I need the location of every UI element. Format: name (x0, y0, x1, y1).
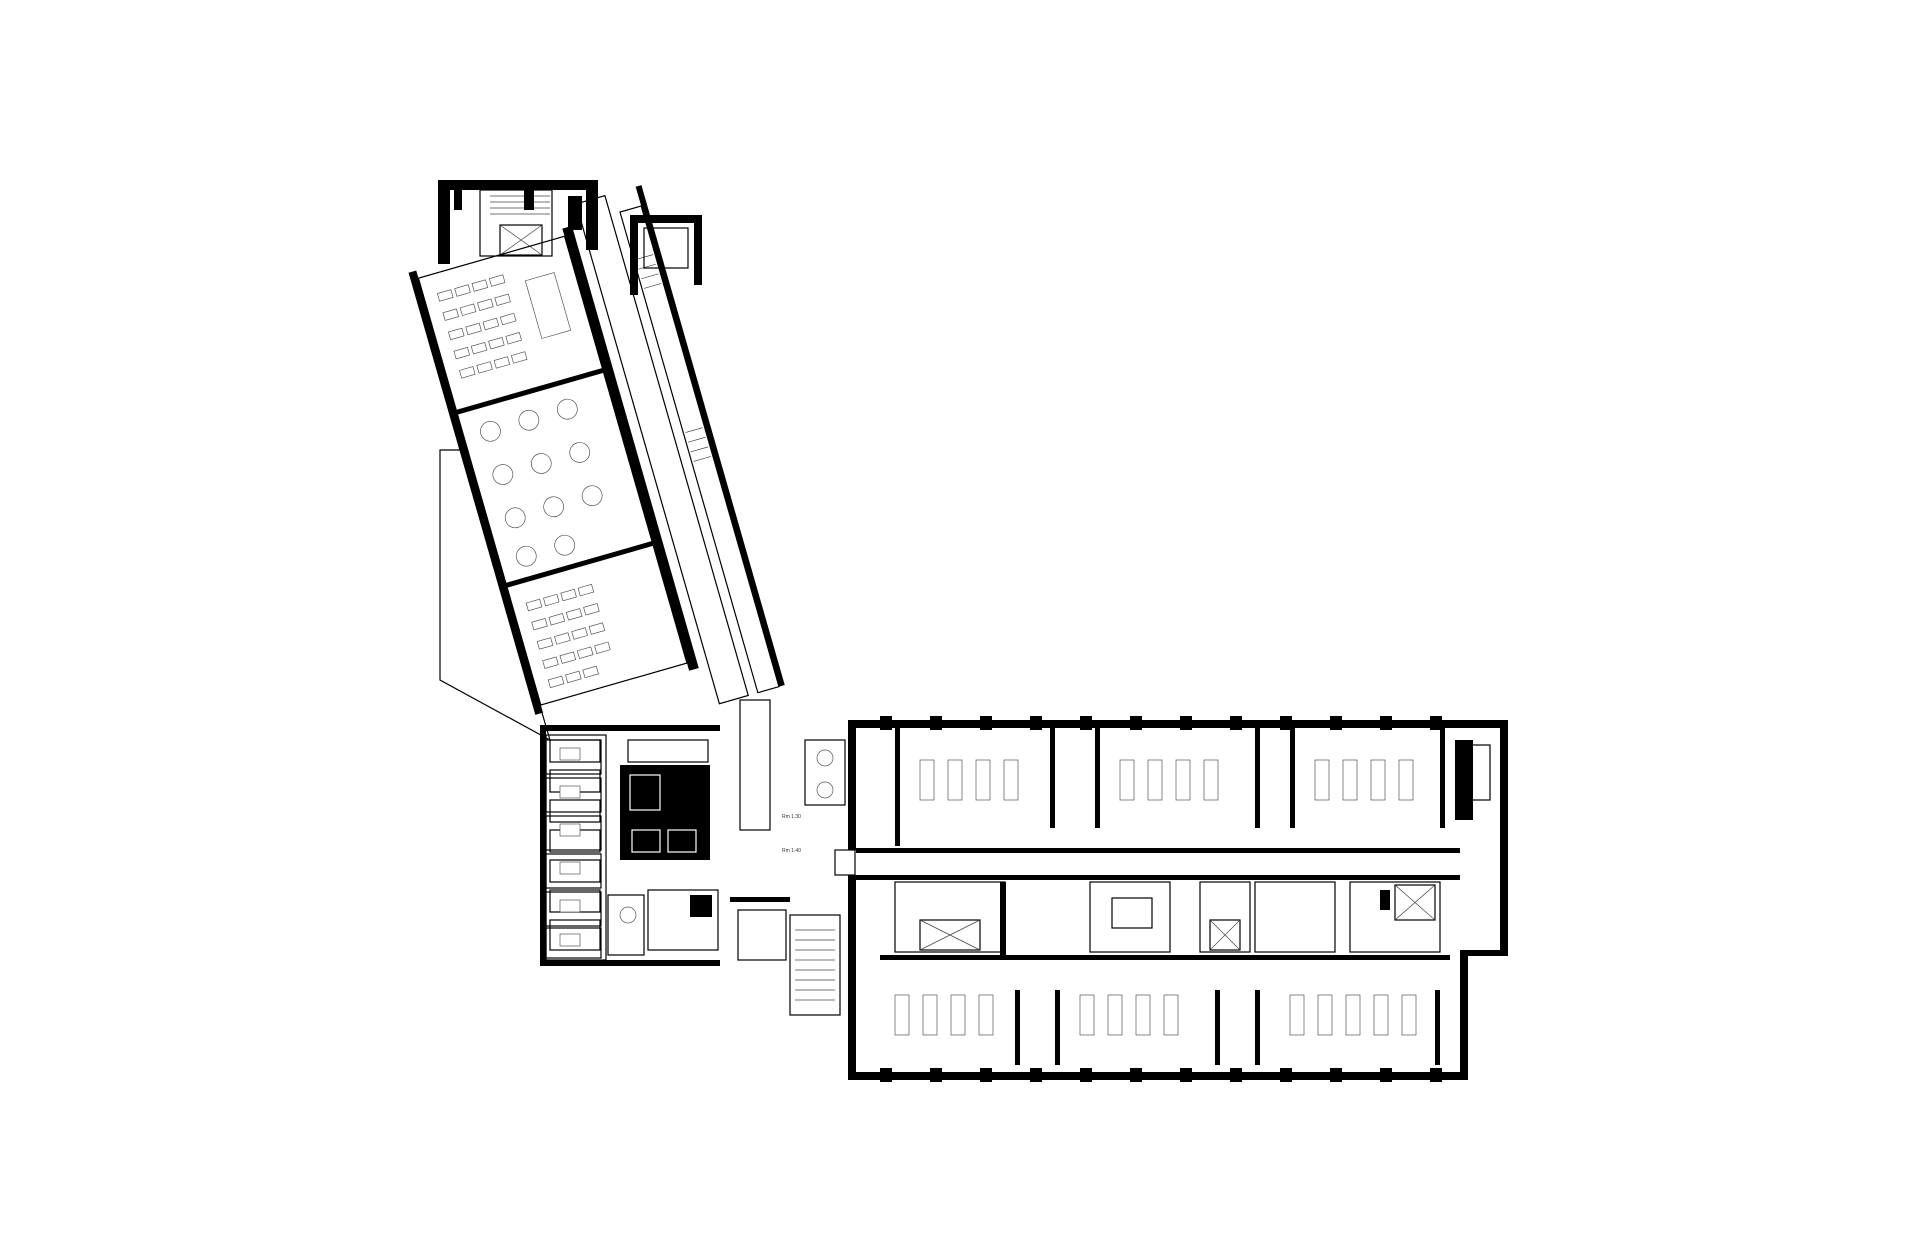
central-corridor: Rm 1.30 Rm 1.40 (730, 699, 846, 1016)
corridor-tag-b: Rm 1.40 (782, 848, 801, 854)
desk-grid-south (525, 583, 611, 689)
angled-west-wing (408, 185, 785, 715)
ne-stair-tower (630, 215, 702, 295)
corridor-tag-a: Rm 1.30 (782, 814, 801, 820)
desk-grid-north (436, 272, 572, 379)
nw-core-tower (438, 180, 598, 264)
north-room-desks (919, 759, 1414, 801)
east-wing (834, 716, 1508, 1082)
west-office-block (540, 725, 720, 966)
round-tables-middle (480, 398, 603, 567)
south-room-desks (894, 994, 1417, 1036)
central-core (540, 725, 719, 965)
